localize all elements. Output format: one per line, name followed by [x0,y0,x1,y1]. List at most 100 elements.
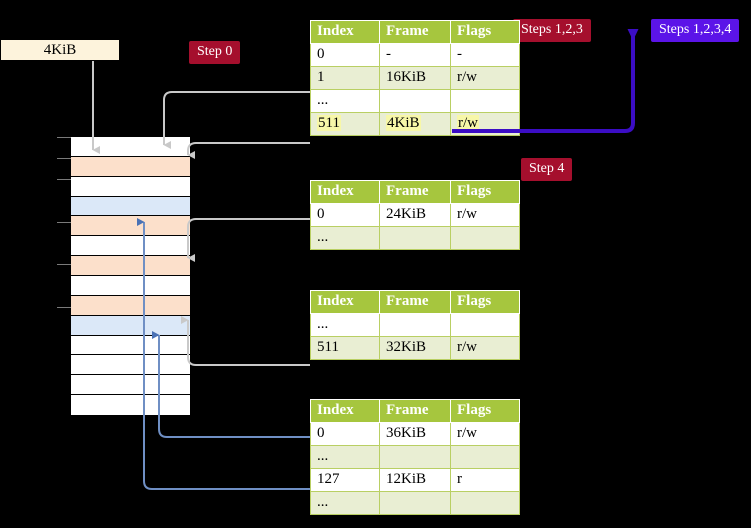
cell-flags: r/w [450,112,520,136]
cell-flags [450,445,520,469]
cell-index: 1 [310,66,380,90]
cell-flags: r/w [450,66,520,90]
cell-frame: 12KiB [379,468,451,492]
column-header-frame: Frame [379,290,451,314]
column-header-index: Index [310,290,380,314]
cell-frame [379,89,451,113]
memory-tick-5 [57,307,71,308]
badge-step-4: Step 4 [521,158,573,181]
cell-frame [379,491,451,515]
cell-index: ... [310,226,380,250]
page-table: Index Frame Flags 0 24KiB r/w ... [310,180,520,250]
memory-frame-row [71,216,190,237]
memory-frame-row [71,256,190,276]
table-header-row: Index Frame Flags [310,399,520,423]
badge-steps-123: Steps 1,2,3 [513,19,591,42]
cell-frame: 16KiB [379,66,451,90]
memory-tick-4 [57,264,71,265]
wire-table0-row511 [187,142,310,159]
cell-flags [450,313,520,337]
size-label-box: 4KiB [0,39,120,61]
cell-flags [450,491,520,515]
cell-index: ... [310,89,380,113]
memory-frame-row [71,295,190,316]
table-row: 1 16KiB r/w [310,66,520,90]
column-header-flags: Flags [450,20,520,44]
cell-index: 0 [310,203,380,227]
wire-table2-row511 [181,316,310,366]
memory-frame-row [71,276,190,296]
cell-flags: r/w [450,336,520,360]
badge-steps-1234: Steps 1,2,3,4 [651,19,740,42]
page-table-level-0: Index Frame Flags 0 - - 1 16KiB r/w ... [310,20,520,136]
cell-index: ... [310,445,380,469]
memory-frame-row [71,315,190,336]
cell-frame-text: 4KiB [386,115,421,131]
memory-frame-row [71,176,190,197]
page-table-level-3: Index Frame Flags 0 36KiB r/w ... 127 12… [310,399,520,515]
table-row: ... [310,226,520,250]
cell-index: 127 [310,468,380,492]
table-row: 0 24KiB r/w [310,203,520,227]
memory-frame-row [71,137,190,157]
cell-flags: - [450,43,520,67]
table-row: 0 36KiB r/w [310,422,520,446]
memory-frame-row [71,236,190,257]
memory-frame-row [71,355,190,376]
page-table: Index Frame Flags 0 - - 1 16KiB r/w ... [310,20,520,136]
column-header-index: Index [310,399,380,423]
column-header-index: Index [310,180,380,204]
cell-frame: 24KiB [379,203,451,227]
cell-flags-text: r/w [457,115,479,131]
table-header-row: Index Frame Flags [310,180,520,204]
column-header-frame: Frame [379,20,451,44]
cell-index: ... [310,313,380,337]
cell-index-text: 511 [317,115,341,131]
column-header-flags: Flags [450,399,520,423]
table-header-row: Index Frame Flags [310,290,520,314]
wire-table1-row0 [187,218,310,262]
memory-frame-row [71,156,190,177]
page-table: Index Frame Flags 0 36KiB r/w ... 127 12… [310,399,520,515]
column-header-flags: Flags [450,180,520,204]
page-table: Index Frame Flags ... 511 32KiB r/w [310,290,520,360]
memory-tick-0 [57,137,71,138]
cell-flags [450,226,520,250]
cell-frame: - [379,43,451,67]
cell-index: 511 [310,336,380,360]
cell-frame [379,445,451,469]
table-row: ... [310,313,520,337]
memory-tick-1 [57,158,71,159]
badge-step-0: Step 0 [189,41,241,64]
memory-frame-row [71,196,190,217]
memory-frame-row [71,375,190,396]
table-row: 0 - - [310,43,520,67]
table-row: ... [310,491,520,515]
table-row: ... [310,445,520,469]
cell-index: 511 [310,112,380,136]
column-header-index: Index [310,20,380,44]
column-header-frame: Frame [379,180,451,204]
physical-memory-column [70,136,191,415]
column-header-flags: Flags [450,290,520,314]
cell-frame [379,313,451,337]
cell-frame: 4KiB [379,112,451,136]
cell-flags: r/w [450,203,520,227]
column-header-frame: Frame [379,399,451,423]
cell-index: ... [310,491,380,515]
cell-flags [450,89,520,113]
cell-index: 0 [310,43,380,67]
memory-tick-2 [57,179,71,180]
table-header-row: Index Frame Flags [310,20,520,44]
cell-frame: 36KiB [379,422,451,446]
table-row-highlighted: 511 4KiB r/w [310,112,520,136]
table-row: ... [310,89,520,113]
cell-frame: 32KiB [379,336,451,360]
cell-index: 0 [310,422,380,446]
cell-flags: r/w [450,422,520,446]
cell-frame [379,226,451,250]
memory-tick-3 [57,222,71,223]
memory-frame-row [71,335,190,356]
table-row: 511 32KiB r/w [310,336,520,360]
